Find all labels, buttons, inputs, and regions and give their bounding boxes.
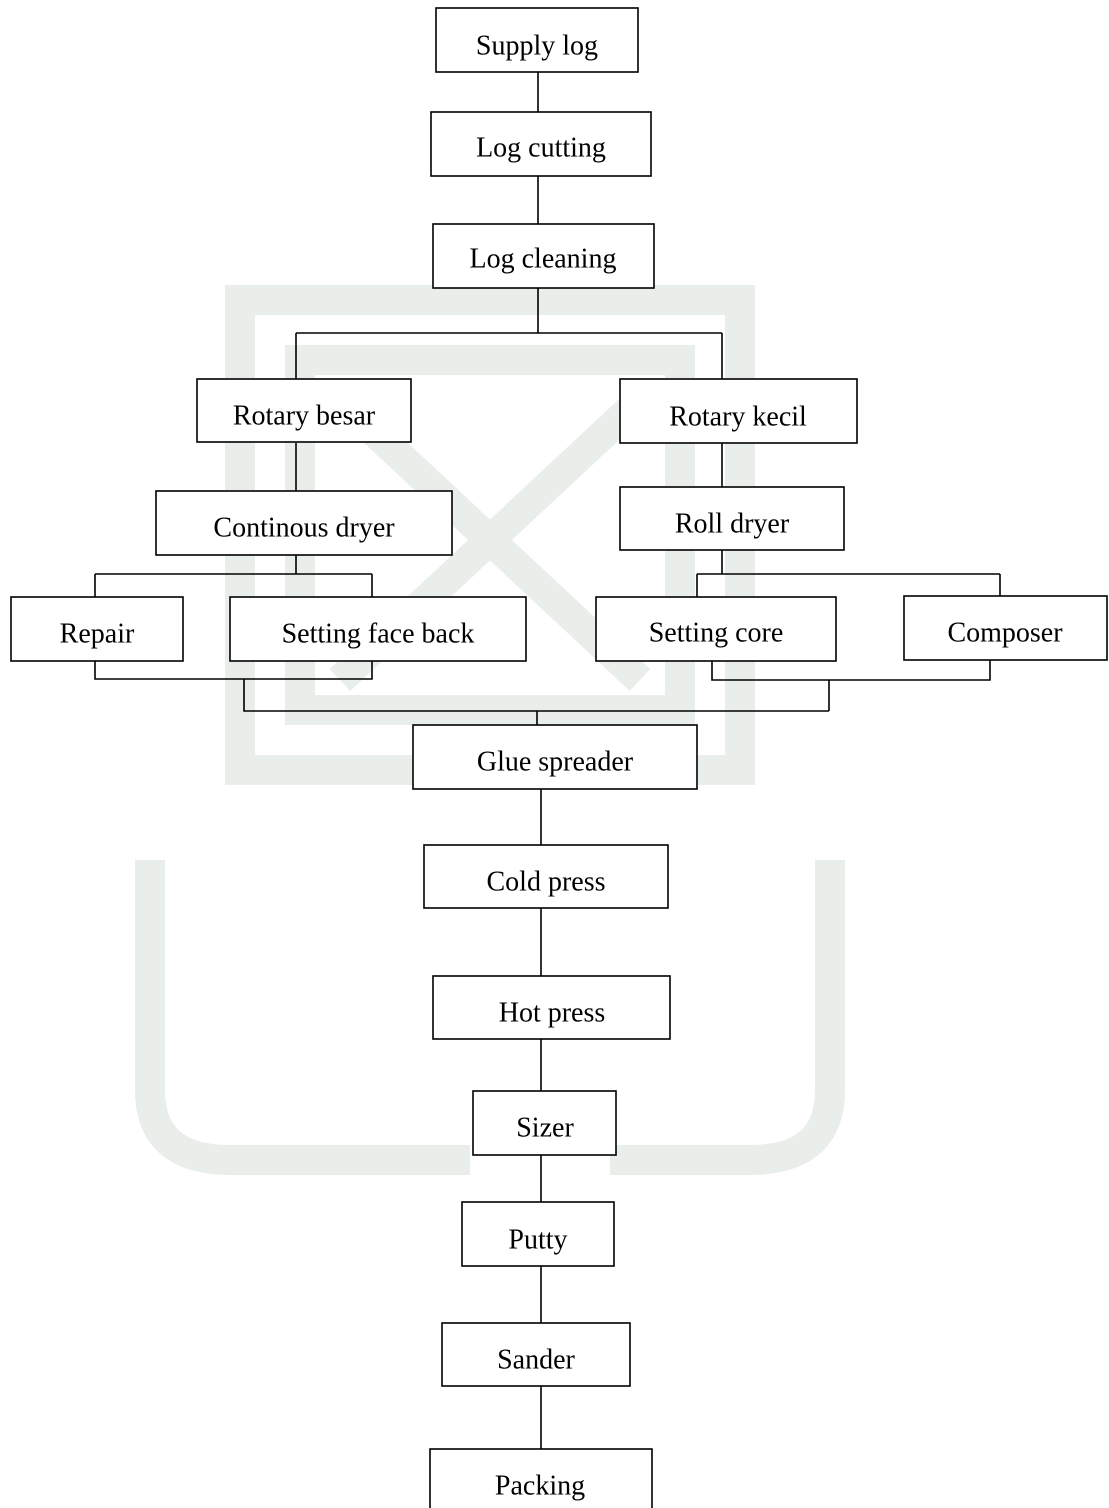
step-box	[435, 7, 639, 73]
step-label: Supply log	[476, 31, 598, 62]
step-label: Setting face back	[282, 619, 475, 650]
step-label: Sizer	[516, 1113, 574, 1144]
step-box	[441, 1322, 631, 1387]
step-box	[196, 378, 412, 443]
connector-continous-split	[94, 555, 373, 597]
connector-lines	[94, 72, 1001, 1449]
step-box	[430, 111, 652, 177]
step-repair: Repair	[10, 596, 184, 662]
step-roll-dryer: Roll dryer	[619, 486, 845, 551]
step-rotary-besar: Rotary besar	[196, 378, 412, 443]
step-rotary-kecil: Rotary kecil	[619, 378, 858, 444]
step-glue-spreader: Glue spreader	[412, 724, 698, 790]
step-box	[432, 223, 655, 289]
step-label: Setting core	[649, 618, 784, 649]
step-box	[595, 596, 837, 662]
step-label: Rotary kecil	[669, 402, 807, 433]
connector-roll-split	[696, 550, 1001, 597]
step-box	[412, 724, 698, 790]
connector-main-merge	[243, 679, 830, 725]
step-box	[472, 1090, 617, 1156]
connector-cleaning-branch	[295, 288, 723, 379]
watermark-left-arc	[135, 860, 470, 1175]
step-box	[229, 596, 527, 662]
step-label: Repair	[60, 619, 135, 650]
step-label: Log cutting	[476, 133, 606, 164]
step-box	[10, 596, 184, 662]
step-box	[903, 595, 1108, 661]
step-label: Packing	[495, 1471, 585, 1502]
step-hot-press: Hot press	[432, 975, 671, 1040]
connector-left-merge	[94, 661, 373, 680]
step-packing: Packing	[429, 1448, 653, 1508]
step-putty: Putty	[461, 1201, 615, 1267]
step-label: Continous dryer	[213, 513, 395, 544]
watermark-right-arc	[610, 860, 845, 1175]
step-box	[461, 1201, 615, 1267]
step-setting-face-back: Setting face back	[229, 596, 527, 662]
step-box	[429, 1448, 653, 1508]
step-label: Rotary besar	[233, 401, 376, 432]
step-label: Roll dryer	[675, 509, 790, 540]
step-label: Glue spreader	[477, 747, 634, 778]
step-composer: Composer	[903, 595, 1108, 661]
step-supply-log: Supply log	[435, 7, 639, 73]
step-label: Putty	[508, 1225, 567, 1256]
connector-right-merge	[711, 660, 991, 681]
step-label: Log cleaning	[470, 244, 617, 275]
step-setting-core: Setting core	[595, 596, 837, 662]
step-label: Cold press	[487, 867, 606, 898]
step-box	[423, 844, 669, 909]
step-box	[619, 486, 845, 551]
step-sander: Sander	[441, 1322, 631, 1387]
step-label: Sander	[497, 1345, 575, 1376]
step-box	[155, 490, 453, 556]
step-box	[619, 378, 858, 444]
step-cold-press: Cold press	[423, 844, 669, 909]
step-sizer: Sizer	[472, 1090, 617, 1156]
step-label: Hot press	[499, 998, 606, 1029]
step-log-cutting: Log cutting	[430, 111, 652, 177]
step-log-cleaning: Log cleaning	[432, 223, 655, 289]
step-box	[432, 975, 671, 1040]
step-continous-dryer: Continous dryer	[155, 490, 453, 556]
step-label: Composer	[947, 618, 1063, 649]
